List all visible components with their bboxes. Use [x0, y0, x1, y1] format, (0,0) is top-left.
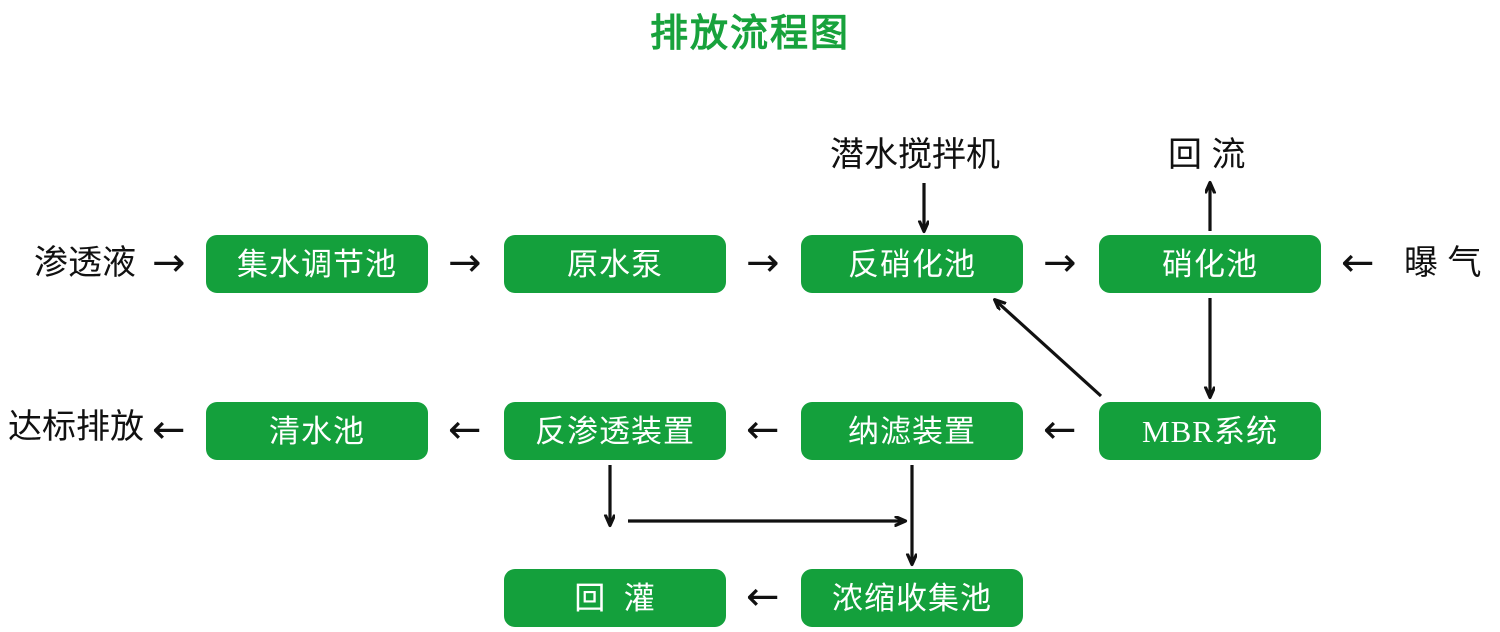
node-jishui-tiaojie-chi[interactable]: 集水调节池	[206, 235, 428, 293]
connector-mbr-to-denitrification	[995, 300, 1103, 398]
node-mbr-system[interactable]: MBR系统	[1099, 402, 1321, 460]
arrow-left-icon-naluu-to-fanshentou: ←	[746, 407, 780, 453]
arrow-right-icon-jishui-to-yuanshuibeng: →	[448, 240, 482, 286]
page-title: 排放流程图	[649, 13, 850, 55]
node-xiaohua-chi[interactable]: 硝化池	[1099, 235, 1321, 293]
label-baoqi: 曝 气	[1404, 244, 1482, 282]
arrow-right-icon-fanxiaohua-to-xiaohua: →	[1043, 240, 1077, 286]
node-naluu-zhuangzhi[interactable]: 纳滤装置	[801, 402, 1023, 460]
label-dabiao-paifang: 达标排放	[8, 408, 144, 446]
arrow-right-icon-shentouye-to-jishui: →	[152, 240, 186, 286]
arrow-left-icon-mbr-to-naluu: ←	[1043, 407, 1077, 453]
node-qingshui-chi[interactable]: 清水池	[206, 402, 428, 460]
node-fanxiaohua-chi[interactable]: 反硝化池	[801, 235, 1023, 293]
node-yuanshui-beng[interactable]: 原水泵	[504, 235, 726, 293]
label-qianshui-jiaobanji: 潜水搅拌机	[830, 136, 1000, 174]
label-shentouye: 渗透液	[34, 244, 136, 282]
arrow-left-icon-baoqi-to-xiaohua: ←	[1341, 240, 1375, 286]
node-nongsuo-shouji-chi[interactable]: 浓缩收集池	[801, 569, 1023, 627]
arrow-left-icon-fanshentou-to-qingshuichi: ←	[448, 407, 482, 453]
node-huiguan[interactable]: 回 灌	[504, 569, 726, 627]
node-fanshentou-zhuangzhi[interactable]: 反渗透装置	[504, 402, 726, 460]
label-huiliu: 回 流	[1168, 136, 1246, 174]
arrow-left-icon-qingshuichi-to-dabiao: ←	[152, 407, 186, 453]
arrow-right-icon-yuanshuibeng-to-fanxiaohua: →	[746, 240, 780, 286]
arrow-left-icon-nongsuo-to-huiguan: ←	[746, 574, 780, 620]
